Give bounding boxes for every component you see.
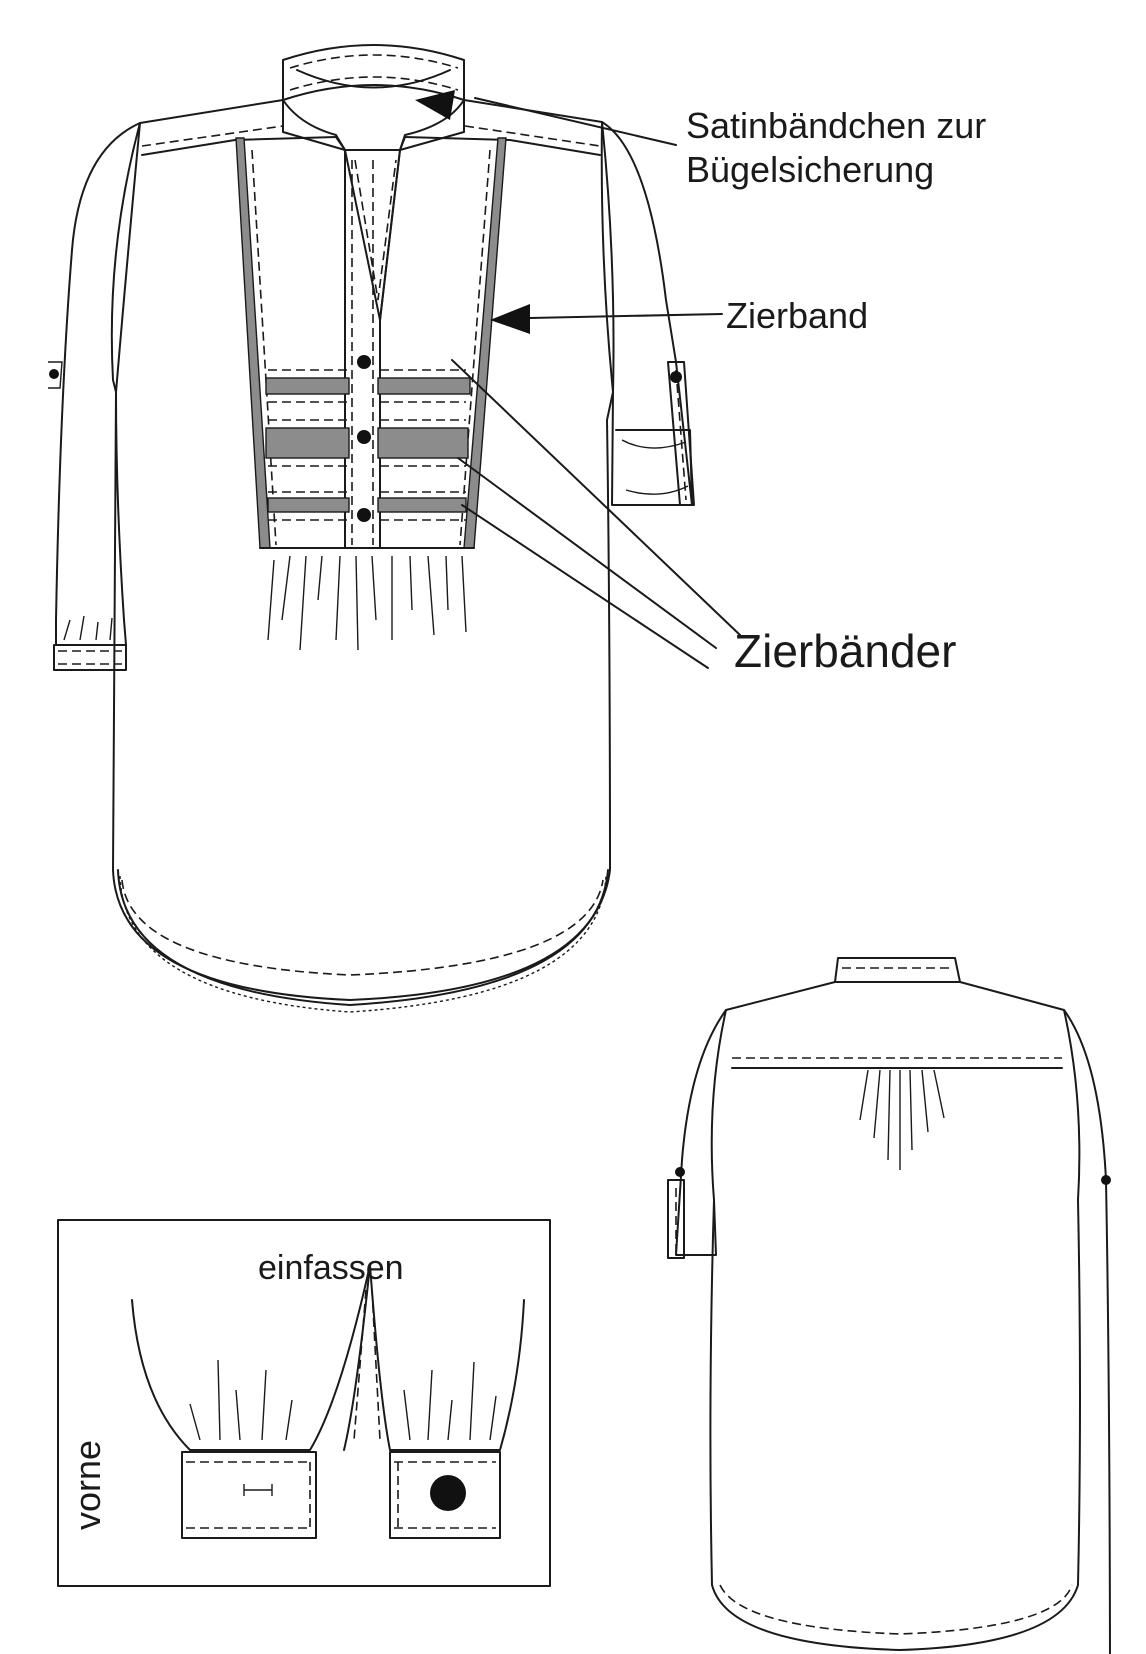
front-right-roll-folds — [621, 439, 689, 495]
front-right-sleeve — [601, 121, 693, 506]
front-trim-stitch-h — [268, 369, 466, 521]
zierbaender-leader-lines — [451, 359, 741, 669]
back-left-tab-button-icon — [675, 1167, 685, 1177]
zierband-arrowhead-icon — [490, 304, 530, 334]
front-collar-stitch — [289, 54, 459, 69]
back-left-sleeve — [675, 1009, 727, 1256]
back-hem-stitch — [719, 1584, 1073, 1635]
satin-ribbon-label-line1: Satinbändchen zur — [686, 105, 987, 146]
front-right-tab — [667, 361, 695, 506]
cuff-left-stitch — [186, 1461, 312, 1529]
front-right-tab-button-icon — [670, 371, 682, 383]
satin-ribbon-arrow — [474, 97, 677, 146]
front-yoke-stitch-right — [464, 125, 601, 147]
cuff-right-band — [389, 1451, 501, 1539]
front-left-sleeve — [55, 122, 141, 646]
cuff-right-stitch — [394, 1461, 496, 1529]
back-left-roll — [667, 1179, 685, 1259]
front-trim-ribbon-h3 — [267, 497, 350, 513]
front-left-cuff-stitch — [58, 650, 122, 665]
cuff-slit-stitch — [353, 1289, 381, 1441]
front-armhole-right — [600, 121, 614, 393]
front-left-tab — [48, 361, 63, 389]
back-pleats — [859, 1069, 945, 1170]
satin-ribbon-label: Satinbändchen zur Bügelsicherung — [686, 104, 986, 192]
cuff-left-band — [181, 1451, 317, 1539]
front-gathers — [267, 555, 467, 651]
front-neck-stitch — [354, 159, 397, 301]
front-hem-roll — [119, 875, 607, 1013]
cuff-detail — [57, 1219, 551, 1587]
front-yoke-stitch-left — [141, 125, 284, 147]
back-collar — [834, 957, 961, 983]
front-hem-stitch — [121, 879, 604, 976]
front-trim-ribbon-right — [463, 137, 507, 549]
front-left-cuff — [53, 644, 127, 671]
front-trim-ribbon-h1 — [265, 377, 350, 395]
cuff-left-buttonhole-icon — [243, 1484, 273, 1496]
back-right-tab-button-icon — [1101, 1175, 1111, 1185]
front-collar — [282, 44, 465, 101]
cuff-right-button-icon — [430, 1475, 466, 1511]
binding-label: einfassen — [258, 1249, 404, 1287]
cuff-left-sleeve — [131, 1264, 371, 1451]
front-hem-edge — [117, 869, 609, 1006]
front-left-tab-button-icon — [49, 369, 59, 379]
front-trim-ribbon-h3b — [377, 497, 467, 513]
back-view — [667, 957, 1111, 1654]
front-armhole-left — [115, 122, 141, 393]
cuff-right-sleeve — [389, 1299, 525, 1451]
front-left-sleeve-gathers — [63, 615, 113, 641]
front-buttons — [357, 355, 371, 522]
front-neckline-v — [344, 149, 401, 321]
trim-ribbons-label: Zierbänder — [734, 625, 957, 677]
satin-ribbon-arrowhead-icon — [415, 90, 455, 120]
front-right-tab-stitch — [675, 369, 687, 501]
front-collar-stitch-lower — [289, 76, 459, 91]
cuff-right-gathers — [403, 1361, 497, 1441]
back-body-outline — [709, 981, 1081, 1651]
front-side-label: vorne — [67, 1439, 108, 1530]
front-collar-stand-right — [399, 99, 465, 151]
cuff-detail-frame — [57, 1219, 551, 1587]
satin-ribbon-label-line2: Bügelsicherung — [686, 149, 935, 190]
front-view — [48, 44, 741, 1013]
button-1-icon — [357, 355, 371, 369]
front-trim-ribbon-h2 — [265, 427, 350, 459]
zierband-arrow — [529, 313, 723, 319]
cuff-slit-binding — [343, 1264, 391, 1451]
front-bib-stitch-left — [251, 149, 277, 546]
front-trim-ribbon-left — [235, 137, 271, 549]
back-right-sleeve — [1063, 1009, 1111, 1654]
front-trim-ribbon-h1b — [377, 377, 471, 395]
front-trim-ribbon-h2b — [377, 427, 469, 459]
front-collar-stand-left — [282, 99, 346, 151]
front-yoke-seam-left — [141, 136, 337, 156]
front-bib-stitch-right — [459, 149, 491, 546]
trim-ribbon-label: Zierband — [726, 295, 869, 336]
button-3-icon — [357, 508, 371, 522]
front-yoke-seam-right — [404, 136, 601, 156]
cuff-left-gathers — [189, 1359, 293, 1441]
button-2-icon — [357, 430, 371, 444]
front-collar-inner — [296, 69, 451, 89]
